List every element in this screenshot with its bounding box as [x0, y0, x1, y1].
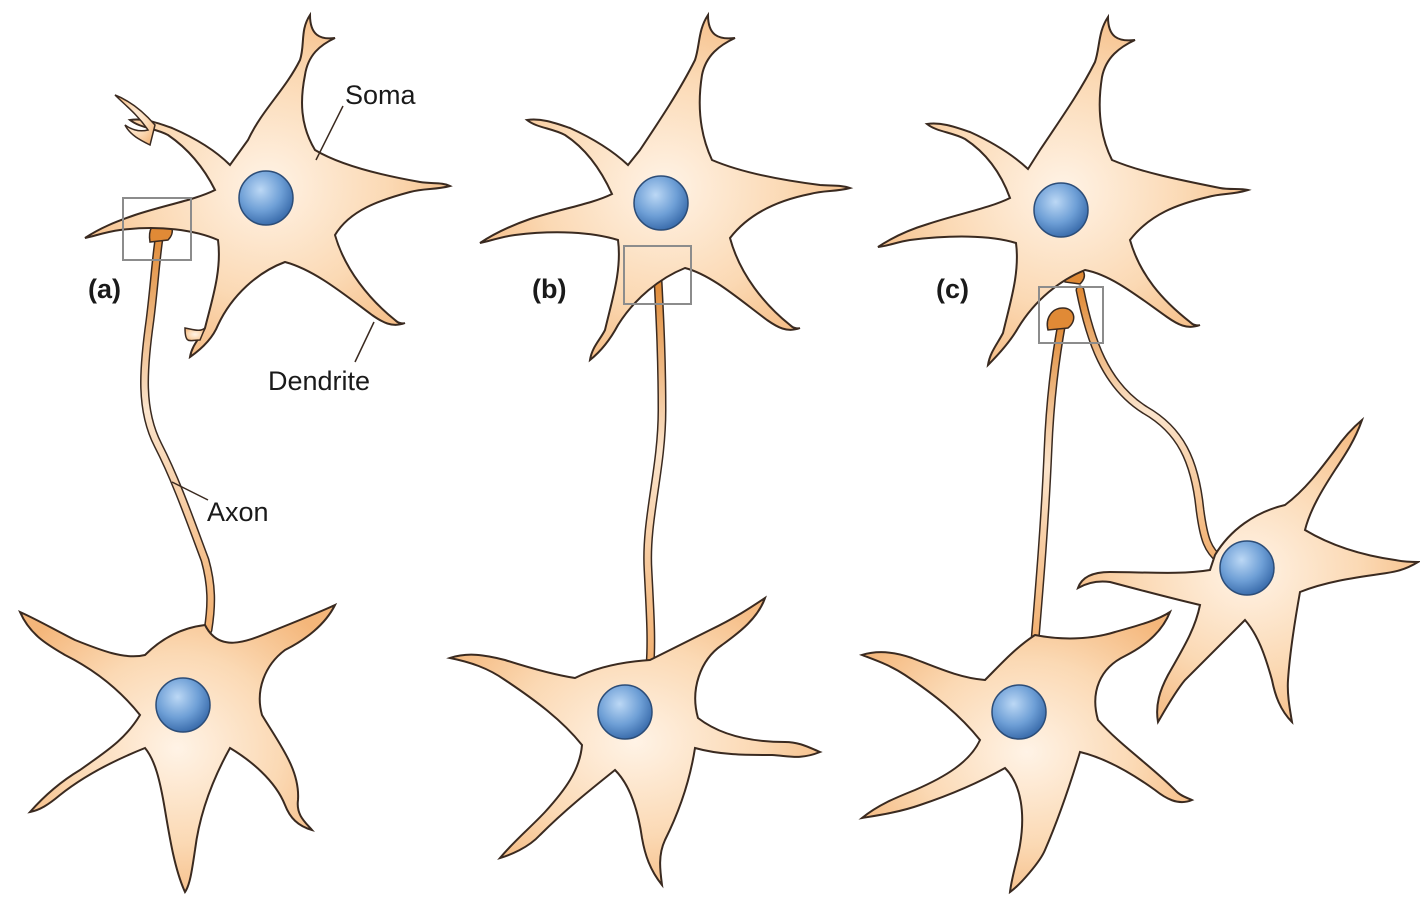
panel-label-c: (c)	[936, 274, 969, 304]
nucleus-top-c	[1034, 183, 1088, 237]
panel-label-a: (a)	[88, 274, 121, 304]
soma-bottom-c	[862, 612, 1192, 892]
axon-terminal-c-1	[1047, 308, 1073, 330]
axon-label: Axon	[207, 497, 269, 527]
panel-c: (c)	[862, 17, 1418, 892]
nucleus-right-c	[1220, 541, 1274, 595]
panel-b: (b)	[450, 15, 850, 885]
soma-leader-line	[316, 106, 343, 160]
nucleus-top-a	[239, 171, 293, 225]
nucleus-top-b	[634, 176, 688, 230]
soma-bottom-a	[20, 605, 335, 892]
dendrite-leader-line	[355, 322, 374, 362]
soma-bottom-b	[450, 598, 820, 885]
panel-label-b: (b)	[532, 274, 566, 304]
panel-a: (a) Soma Dendrite Axon	[20, 15, 450, 892]
nucleus-bottom-c	[992, 685, 1046, 739]
nucleus-bottom-a	[156, 678, 210, 732]
nucleus-bottom-b	[598, 685, 652, 739]
dendrite-label: Dendrite	[268, 366, 370, 396]
soma-label: Soma	[345, 80, 417, 110]
